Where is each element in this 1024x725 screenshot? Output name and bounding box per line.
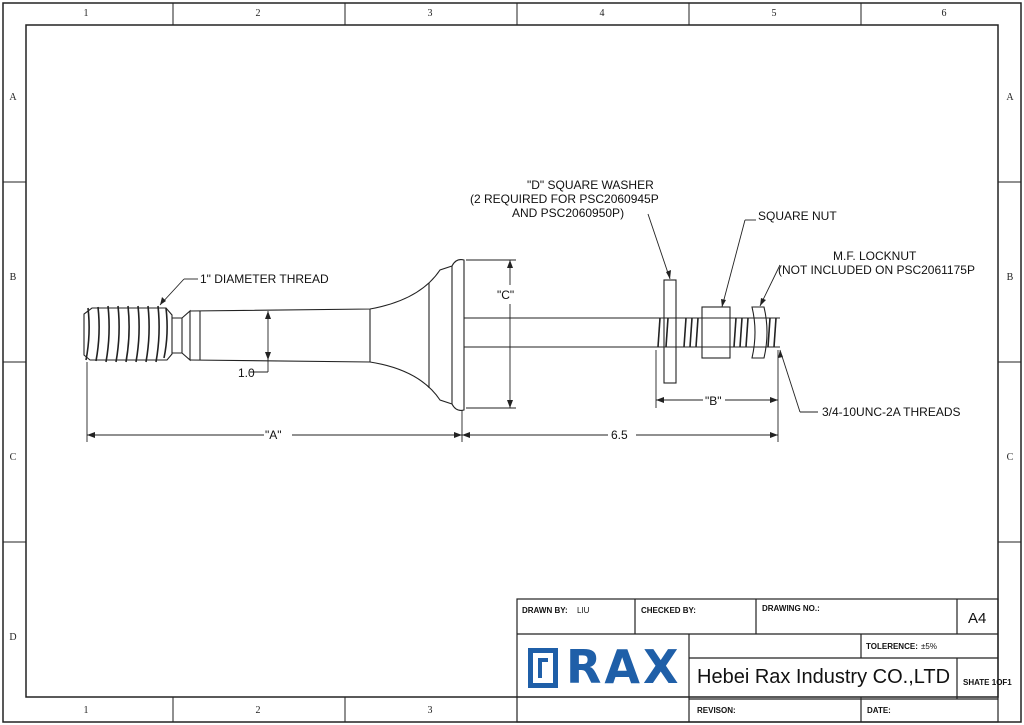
zone-col-3-top: 3	[427, 8, 433, 19]
locknut-note-line1: M.F. LOCKNUT	[833, 249, 917, 263]
checked-by-label: CHECKED BY:	[641, 606, 696, 615]
title-block-lines	[516, 598, 999, 723]
zone-col-4-top: 4	[599, 8, 605, 19]
logo-text: RAX	[566, 640, 682, 694]
date-label: DATE:	[867, 706, 891, 715]
locknut-note-line2: (NOT INCLUDED ON PSC2061175P	[778, 263, 975, 277]
sheet-number: SHATE 1OF1	[963, 678, 1012, 687]
zone-col-1-top: 1	[83, 8, 89, 19]
company-name: Hebei Rax Industry CO.,LTD	[697, 666, 951, 688]
revision-label: REVISON:	[697, 706, 736, 715]
drawing-no-label: DRAWING NO.:	[762, 604, 820, 613]
tolerance-value: ±5%	[921, 642, 937, 651]
zone-row-c-left: C	[9, 452, 17, 463]
zone-ticks	[3, 3, 1021, 722]
diameter-dimension: 1.0	[238, 366, 255, 380]
zone-row-a-right: A	[1006, 92, 1014, 103]
sheet-size: A4	[968, 610, 987, 627]
zone-row-b-right: B	[1006, 272, 1014, 283]
zone-col-2-bottom: 2	[255, 705, 261, 716]
zone-row-a-left: A	[9, 92, 17, 103]
dim-c-label: "C"	[497, 288, 515, 302]
zone-row-d-left: D	[9, 632, 17, 643]
washer-note-line1: "D" SQUARE WASHER	[527, 178, 654, 192]
dim-b-label: "B"	[705, 394, 722, 408]
zone-col-3-bottom: 3	[427, 705, 433, 716]
length-dimension: 6.5	[611, 428, 628, 442]
square-nut-note: SQUARE NUT	[758, 209, 837, 223]
zone-row-b-left: B	[9, 272, 17, 283]
zone-col-2-top: 2	[255, 8, 261, 19]
zone-col-6-top: 6	[941, 8, 947, 19]
zone-col-5-top: 5	[771, 8, 777, 19]
rax-logo-icon	[528, 648, 558, 688]
dimension-lines	[86, 213, 818, 442]
zone-row-c-right: C	[1006, 452, 1014, 463]
dim-a-label: "A"	[265, 428, 282, 442]
bolt-part	[83, 259, 780, 411]
drawn-by-label: DRAWN BY:	[522, 606, 568, 615]
dimension-arrows	[87, 260, 783, 438]
drawn-by-value: LIU	[577, 606, 590, 615]
zone-col-1-bottom: 1	[83, 705, 89, 716]
washer-note-line2: (2 REQUIRED FOR PSC2060945P	[470, 192, 659, 206]
tolerance-label: TOLERENCE:	[866, 642, 918, 651]
inner-frame	[25, 24, 999, 698]
washer-note-line3: AND PSC2060950P)	[512, 206, 625, 220]
thread-1in-note: 1" DIAMETER THREAD	[200, 272, 329, 286]
threads-note: 3/4-10UNC-2A THREADS	[822, 405, 961, 419]
